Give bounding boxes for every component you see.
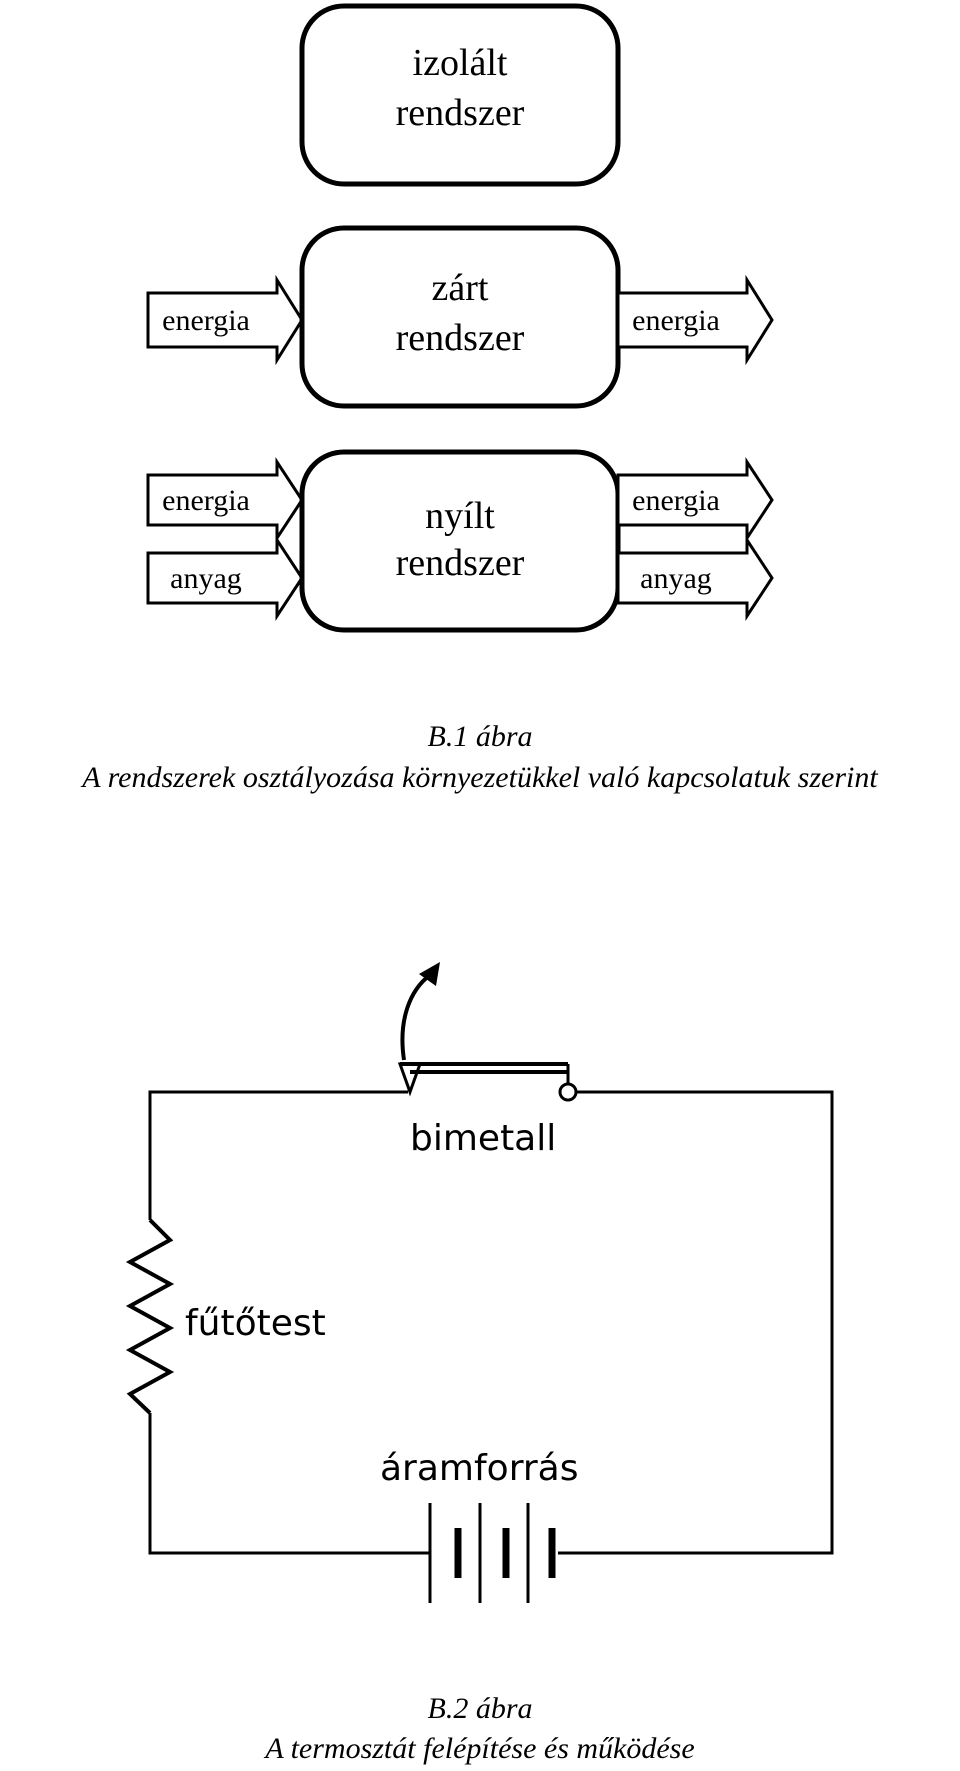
figure-2-thermostat-circuit: fűtőtest bimetall áramforrás B.2 ábra A … xyxy=(125,962,834,1765)
open-system-box xyxy=(299,449,621,633)
bimetal-motion-arrow-stem xyxy=(400,973,432,1061)
bimetal-contact-terminal xyxy=(558,1082,578,1102)
closed-energy-in-label: energia xyxy=(162,304,250,337)
bimetal-motion-arrowhead xyxy=(419,962,440,986)
open-energy-out-arrow xyxy=(616,456,774,544)
open-matter-in-label: anyag xyxy=(170,562,242,595)
closed-energy-out-label: energia xyxy=(632,304,720,337)
open-matter-in-arrow xyxy=(146,534,304,622)
closed-system: energia zárt rendszer energia xyxy=(146,225,774,409)
bottom-left-wire xyxy=(148,1413,430,1555)
battery-symbol xyxy=(428,1503,556,1603)
open-system: energia anyag nyílt rendszer energia any… xyxy=(146,449,774,633)
heater-label: fűtőtest xyxy=(185,1303,326,1344)
figure-2-caption-title: A termosztát felépítése és működése xyxy=(263,1732,694,1765)
power-source-label: áramforrás xyxy=(380,1448,578,1489)
right-wire xyxy=(558,1090,834,1555)
closed-system-label-line2: rendszer xyxy=(396,317,525,359)
figure-2-caption-number: B.2 ábra xyxy=(428,1692,533,1725)
isolated-system-label-line2: rendszer xyxy=(396,92,525,134)
isolated-system-box xyxy=(299,3,621,187)
figure-1-system-classification: izolált rendszer energia zárt rendszer e… xyxy=(80,3,878,794)
open-energy-out-label: energia xyxy=(632,484,720,517)
open-energy-in-label: energia xyxy=(162,484,250,517)
closed-energy-in-arrow xyxy=(146,274,304,366)
closed-system-label-line1: zárt xyxy=(432,267,489,309)
open-energy-in-arrow xyxy=(146,456,304,544)
open-system-label-line1: nyílt xyxy=(425,495,495,537)
heater-resistor-symbol xyxy=(125,1218,175,1415)
open-matter-out-label: anyag xyxy=(640,562,712,595)
open-system-label-line2: rendszer xyxy=(396,542,525,584)
bimetal-switch xyxy=(397,962,578,1102)
bimetal-pivot-triangle xyxy=(397,1062,423,1097)
isolated-system-label-line1: izolált xyxy=(413,42,508,84)
isolated-system: izolált rendszer xyxy=(299,3,621,187)
closed-energy-out-arrow xyxy=(616,274,774,366)
figure-1-caption-number: B.1 ábra xyxy=(428,720,533,753)
top-left-wire xyxy=(148,1090,408,1220)
bimetal-label: bimetall xyxy=(410,1118,556,1159)
figure-1-caption-title: A rendszerek osztályozása környezetükkel… xyxy=(80,761,878,794)
open-matter-out-arrow xyxy=(616,534,774,622)
